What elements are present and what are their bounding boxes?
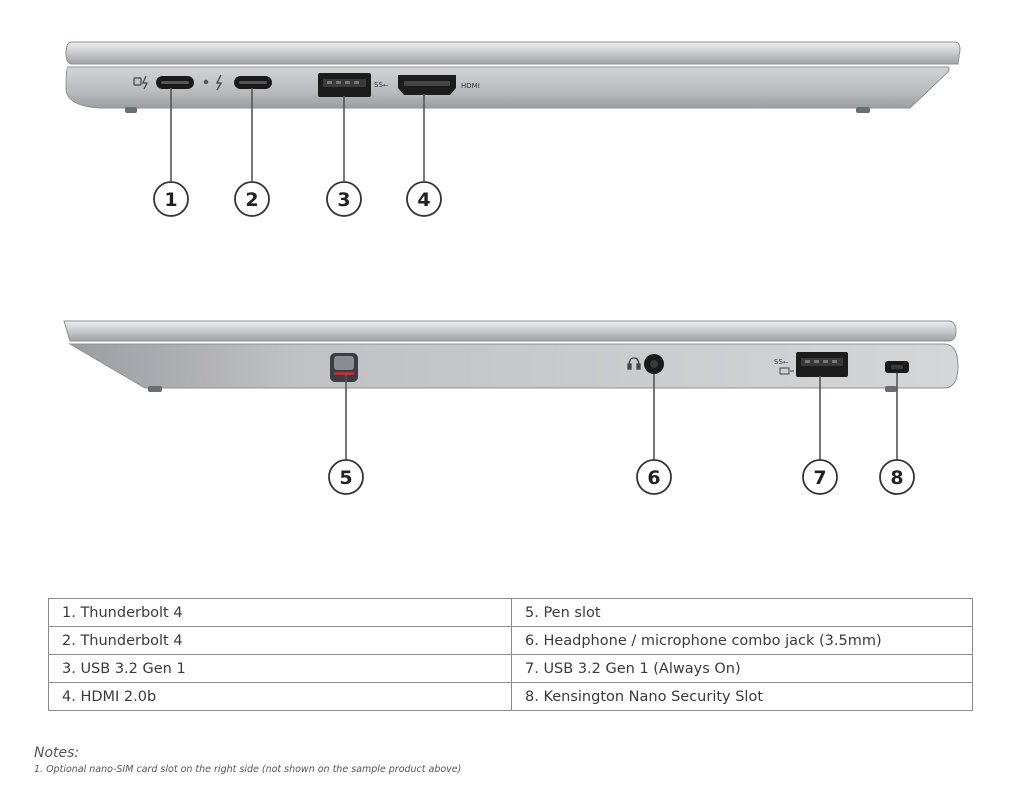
usb-ss-mark-left: SS⭠ — [374, 81, 389, 89]
callout-5: 5 — [328, 459, 364, 495]
table-cell: 6. Headphone / microphone combo jack (3.… — [511, 626, 973, 655]
notes-line: 1. Optional nano-SIM card slot on the ri… — [34, 764, 462, 775]
base-right-view — [68, 343, 959, 389]
usb-ss-mark-right: SS⭠ — [774, 358, 789, 366]
callout-3: 3 — [326, 181, 362, 217]
ports-spec-table: 1. Thunderbolt 4 5. Pen slot 2. Thunderb… — [48, 598, 973, 711]
hdmi-label: HDMI — [461, 82, 480, 90]
table-cell: 2. Thunderbolt 4 — [48, 626, 512, 655]
right-side-view: SS⭠ — [63, 320, 959, 392]
svg-text:4: 4 — [417, 189, 430, 211]
thunderbolt-icon — [215, 74, 223, 91]
table-cell: 8. Kensington Nano Security Slot — [511, 682, 973, 711]
table-cell: 5. Pen slot — [511, 598, 973, 627]
base-left-view — [65, 66, 950, 109]
table-cell: 3. USB 3.2 Gen 1 — [48, 654, 512, 683]
table-row: 3. USB 3.2 Gen 1 7. USB 3.2 Gen 1 (Alway… — [48, 654, 973, 683]
table-row: 4. HDMI 2.0b 8. Kensington Nano Security… — [48, 682, 973, 711]
foot-left — [125, 107, 137, 113]
table-cell: 7. USB 3.2 Gen 1 (Always On) — [511, 654, 973, 683]
table-cell: 4. HDMI 2.0b — [48, 682, 512, 711]
lid-right-view — [63, 320, 957, 342]
callout-1: 1 — [153, 181, 189, 217]
foot-left-right-view — [148, 386, 162, 392]
svg-text:5: 5 — [339, 467, 352, 489]
foot-right-right-view — [885, 386, 897, 392]
lid-left-view — [65, 41, 961, 65]
callout-2: 2 — [234, 181, 270, 217]
callout-4: 4 — [406, 181, 442, 217]
table-cell: 1. Thunderbolt 4 — [48, 598, 512, 627]
laptop-side-views-diagram: SS⭠ HDMI SS⭠ — [63, 41, 961, 495]
pen-slot — [330, 353, 358, 382]
status-led — [203, 79, 209, 85]
notes-title: Notes: — [34, 745, 80, 761]
callout-6: 6 — [636, 459, 672, 495]
svg-text:1: 1 — [164, 189, 177, 211]
always-on-icon — [779, 367, 794, 375]
left-side-view: SS⭠ HDMI — [65, 41, 961, 113]
svg-text:2: 2 — [245, 189, 258, 211]
callout-lines — [170, 88, 898, 460]
power-lightning-icon — [133, 75, 148, 90]
foot-right — [856, 107, 870, 113]
table-row: 2. Thunderbolt 4 6. Headphone / micropho… — [48, 626, 973, 655]
table-row: 1. Thunderbolt 4 5. Pen slot — [48, 598, 973, 627]
callout-7: 7 — [802, 459, 838, 495]
svg-text:8: 8 — [890, 467, 903, 489]
headset-icon — [627, 357, 641, 370]
callout-8: 8 — [879, 459, 915, 495]
svg-text:7: 7 — [813, 467, 826, 489]
svg-text:3: 3 — [337, 189, 350, 211]
svg-text:6: 6 — [647, 467, 660, 489]
